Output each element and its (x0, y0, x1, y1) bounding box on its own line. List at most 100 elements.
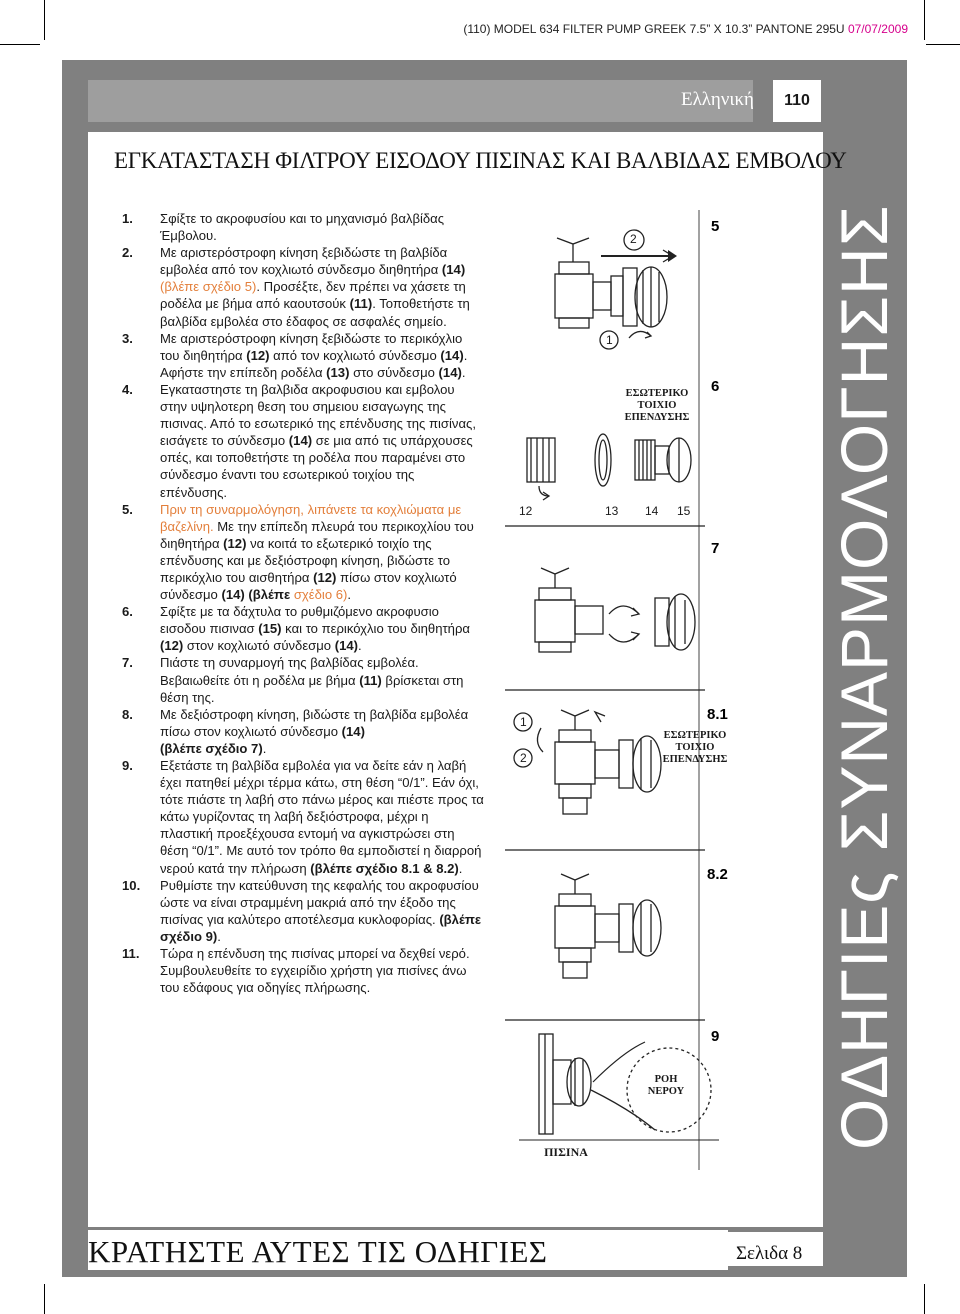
step-text-part: πίσω στον κοχλιωτό σύνδεσμο (160, 569, 457, 603)
footer-title-panel (88, 1230, 728, 1270)
step-text-part: Εξετάστε τη βαλβίδα εμβολέα για να δείτε… (160, 758, 484, 876)
part-ref: (13) (326, 364, 350, 380)
part-ref: (11) (349, 296, 373, 312)
figure-5-drawing (554, 229, 675, 350)
crop-mark (926, 44, 960, 45)
step-text-part: Πιάστε τη συναρμογή της βαλβίδας εμβολέα… (160, 655, 419, 688)
figures-column: 5 6 7 8.1 8.2 9 2 1 1 2 ΕΣΩΤΕΡΙΚΟ ΤΟΙΧΙΟ… (505, 210, 739, 1170)
step-text-part: Σφίξτε το ακροφυσίου και το μηχανισμό βα… (160, 211, 445, 244)
step-text-part: σε μια από τις υπάρχουσες οπές, και τοπο… (160, 433, 473, 500)
figure-9-label: 9 (711, 1028, 720, 1045)
step-text-part: . (458, 860, 463, 876)
step-text: Σφίξτε με τα δάχτυλα το ρυθμιζόμενο ακρο… (160, 603, 484, 654)
step-text-part: Εγκαταστηστε τη βαλβιδα ακροφυσιου και ε… (160, 381, 476, 449)
step-text-part: και το περικόχλιο του διηθητήρα (281, 621, 470, 637)
figure-7-label: 7 (711, 540, 720, 557)
step-number: 3. (122, 330, 133, 346)
figure-ref: (βλέπε σχέδιο 9) (160, 911, 482, 944)
step-number: 1. (122, 211, 133, 226)
step-text-part: Τώρα η επένδυση της πισίνας μπορεί να δε… (160, 946, 470, 996)
figure-6-drawing (526, 433, 692, 501)
step-text-part: . Προσέξτε, δεν πρέπει να χάσετε τη ροδέ… (160, 279, 466, 312)
figure-9-drawing (519, 1033, 719, 1141)
part-ref: (12) (246, 347, 270, 363)
figure-8-2-label: 8.2 (705, 866, 730, 883)
step-text-part: βρίσκεται στη θέση της. (160, 672, 464, 705)
crop-mark (924, 0, 925, 40)
print-date: 07/07/2009 (847, 22, 908, 36)
step-number: 9. (122, 758, 133, 773)
step-text-part: Ρυθμίστε την κατεύθυνση της κεφαλής του … (160, 877, 479, 927)
print-header: (110) MODEL 634 FILTER PUMP GREEK 7.5” X… (463, 22, 908, 36)
content-panel (88, 132, 823, 1230)
part-12-label: 12 (519, 504, 533, 518)
part-ref: (14) (288, 433, 313, 449)
print-header-text: (110) MODEL 634 FILTER PUMP GREEK 7.5” X… (463, 22, 848, 36)
step-text-part: Με την επίπεδη πλευρά του περικοχλίου το… (160, 518, 474, 551)
step-text: Εγκαταστηστε τη βαλβιδα ακροφυσιου και ε… (160, 381, 484, 501)
page-number: 110 (773, 80, 821, 122)
step-text: Σφίξτε το ακροφυσίου και το μηχανισμό βα… (160, 210, 484, 244)
step-text-part: . (217, 928, 221, 944)
step-number: 10. (122, 877, 141, 893)
figure-5-label: 5 (711, 218, 720, 235)
step-number: 11. (122, 946, 140, 962)
step-text-part: . Αφήστε την επίπεδη ροδέλα (160, 347, 468, 380)
figure-ref: (βλέπε σχέδιο 7) (160, 740, 263, 756)
part-ref: (14) (βλέπε (221, 587, 291, 603)
figure-8-2-drawing (554, 873, 662, 979)
footer-title: ΚΡΑΤΗΣΤΕ ΑΥΤΕΣ ΤΙΣ ΟΔΗΓΙΕΣ (88, 1234, 548, 1269)
pool-label: ΠΙΣΙΝΑ (544, 1145, 588, 1159)
part-ref: (12) (160, 638, 184, 654)
side-title: ΟΔΗΓΙΕς ΣΥΝΑΡΜΟΛΟΓΗΣΗΣ (827, 204, 901, 1150)
part-ref: (14) (341, 723, 365, 739)
step-item: 1. Σφίξτε το ακροφυσίου και το μηχανισμό … (122, 210, 484, 244)
step-number: 4. (122, 381, 133, 397)
step-marker-1: 1 (520, 715, 527, 729)
part-ref: (14) (441, 262, 466, 278)
step-marker-2: 2 (520, 751, 527, 765)
step-text-part: . (461, 364, 466, 380)
step-text-part: . (347, 587, 352, 603)
step-number: 5. (122, 501, 133, 517)
step-text-part: Με αριστερόστροφη κίνηση ξεβιδώστε τη βα… (160, 245, 448, 278)
step-item: 6.Σφίξτε με τα δάχτυλα το ρυθμιζόμενο ακ… (122, 603, 484, 654)
step-item: 9. Εξετάστε τη βαλβίδα εμβολέα για να δεί… (122, 757, 484, 877)
part-ref: (11) (359, 672, 382, 688)
part-ref: (12) (313, 569, 337, 585)
step-text: Με αριστερόστροφη κίνηση ξεβιδώστε το πε… (160, 330, 484, 381)
step-text: Τώρα η επένδυση της πισίνας μπορεί να δε… (160, 945, 484, 996)
crop-mark (924, 1284, 925, 1314)
part-ref: (14) (438, 364, 462, 380)
step-text: Με δεξιόστροφη κίνηση, βιδώστε τη βαλβίδ… (160, 706, 484, 757)
part-15-label: 15 (677, 504, 691, 518)
step-text: Ρυθμίστε την κατεύθυνση της κεφαλής του … (160, 877, 484, 945)
step-item: 4. Εγκαταστηστε τη βαλβιδα ακροφυσιου και… (122, 381, 484, 501)
footer-page-number: Σελιδα 8 (736, 1243, 803, 1264)
figure-ref: σχέδιο 6) (290, 587, 348, 603)
step-text-part: να κοιτά το εξωτερικό τοιχίο της επένδυσ… (160, 535, 450, 585)
page-title: ΕΓΚΑΤΑΣΤΑΣΗ ΦΙΛΤΡΟΥ ΕΙΣΟΔΟΥ ΠΙΣΙΝΑΣ ΚΑΙ … (114, 148, 847, 173)
figure-ref: (βλέπε σχέδιο 8.1 & 8.2) (310, 860, 459, 876)
language-label: Ελληνική (680, 89, 754, 110)
footer-page-panel (727, 1232, 823, 1266)
step-text-part: Με αριστερόστροφη κίνηση ξεβιδώστε το πε… (160, 330, 463, 363)
instruction-list: 1. Σφίξτε το ακροφυσίου και το μηχανισμό … (122, 210, 484, 996)
warning-text: Πριν τη συναρμολόγηση, λιπάνετε τα κοχλι… (160, 501, 462, 534)
step-marker-2: 2 (630, 232, 637, 246)
illustrations (505, 210, 719, 1170)
step-item: 5. Πριν τη συναρμολόγηση, λιπάνετε τα κοχ… (122, 501, 484, 604)
step-text-part: από τον κοχλιωτό σύνδεσμο (269, 347, 441, 363)
part-ref: (15) (258, 621, 282, 637)
figure-7-drawing (534, 567, 696, 653)
figure-8-1-label: 8.1 (705, 706, 730, 723)
part-ref: (12) (223, 535, 247, 551)
part-13-label: 13 (605, 504, 619, 518)
language-bar (88, 80, 753, 122)
step-text: Με αριστερόστροφη κίνηση ξεβιδώστε τη βα… (160, 244, 484, 329)
step-item: 8. Με δεξιόστροφη κίνηση, βιδώστε τη βαλβ… (122, 706, 484, 757)
step-text-part: Με δεξιόστροφη κίνηση, βιδώστε τη βαλβίδ… (160, 706, 469, 739)
step-marker-1: 1 (606, 333, 613, 347)
step-item: 3. Με αριστερόστροφη κίνηση ξεβιδώστε το … (122, 330, 484, 381)
step-number: 8. (122, 706, 133, 722)
